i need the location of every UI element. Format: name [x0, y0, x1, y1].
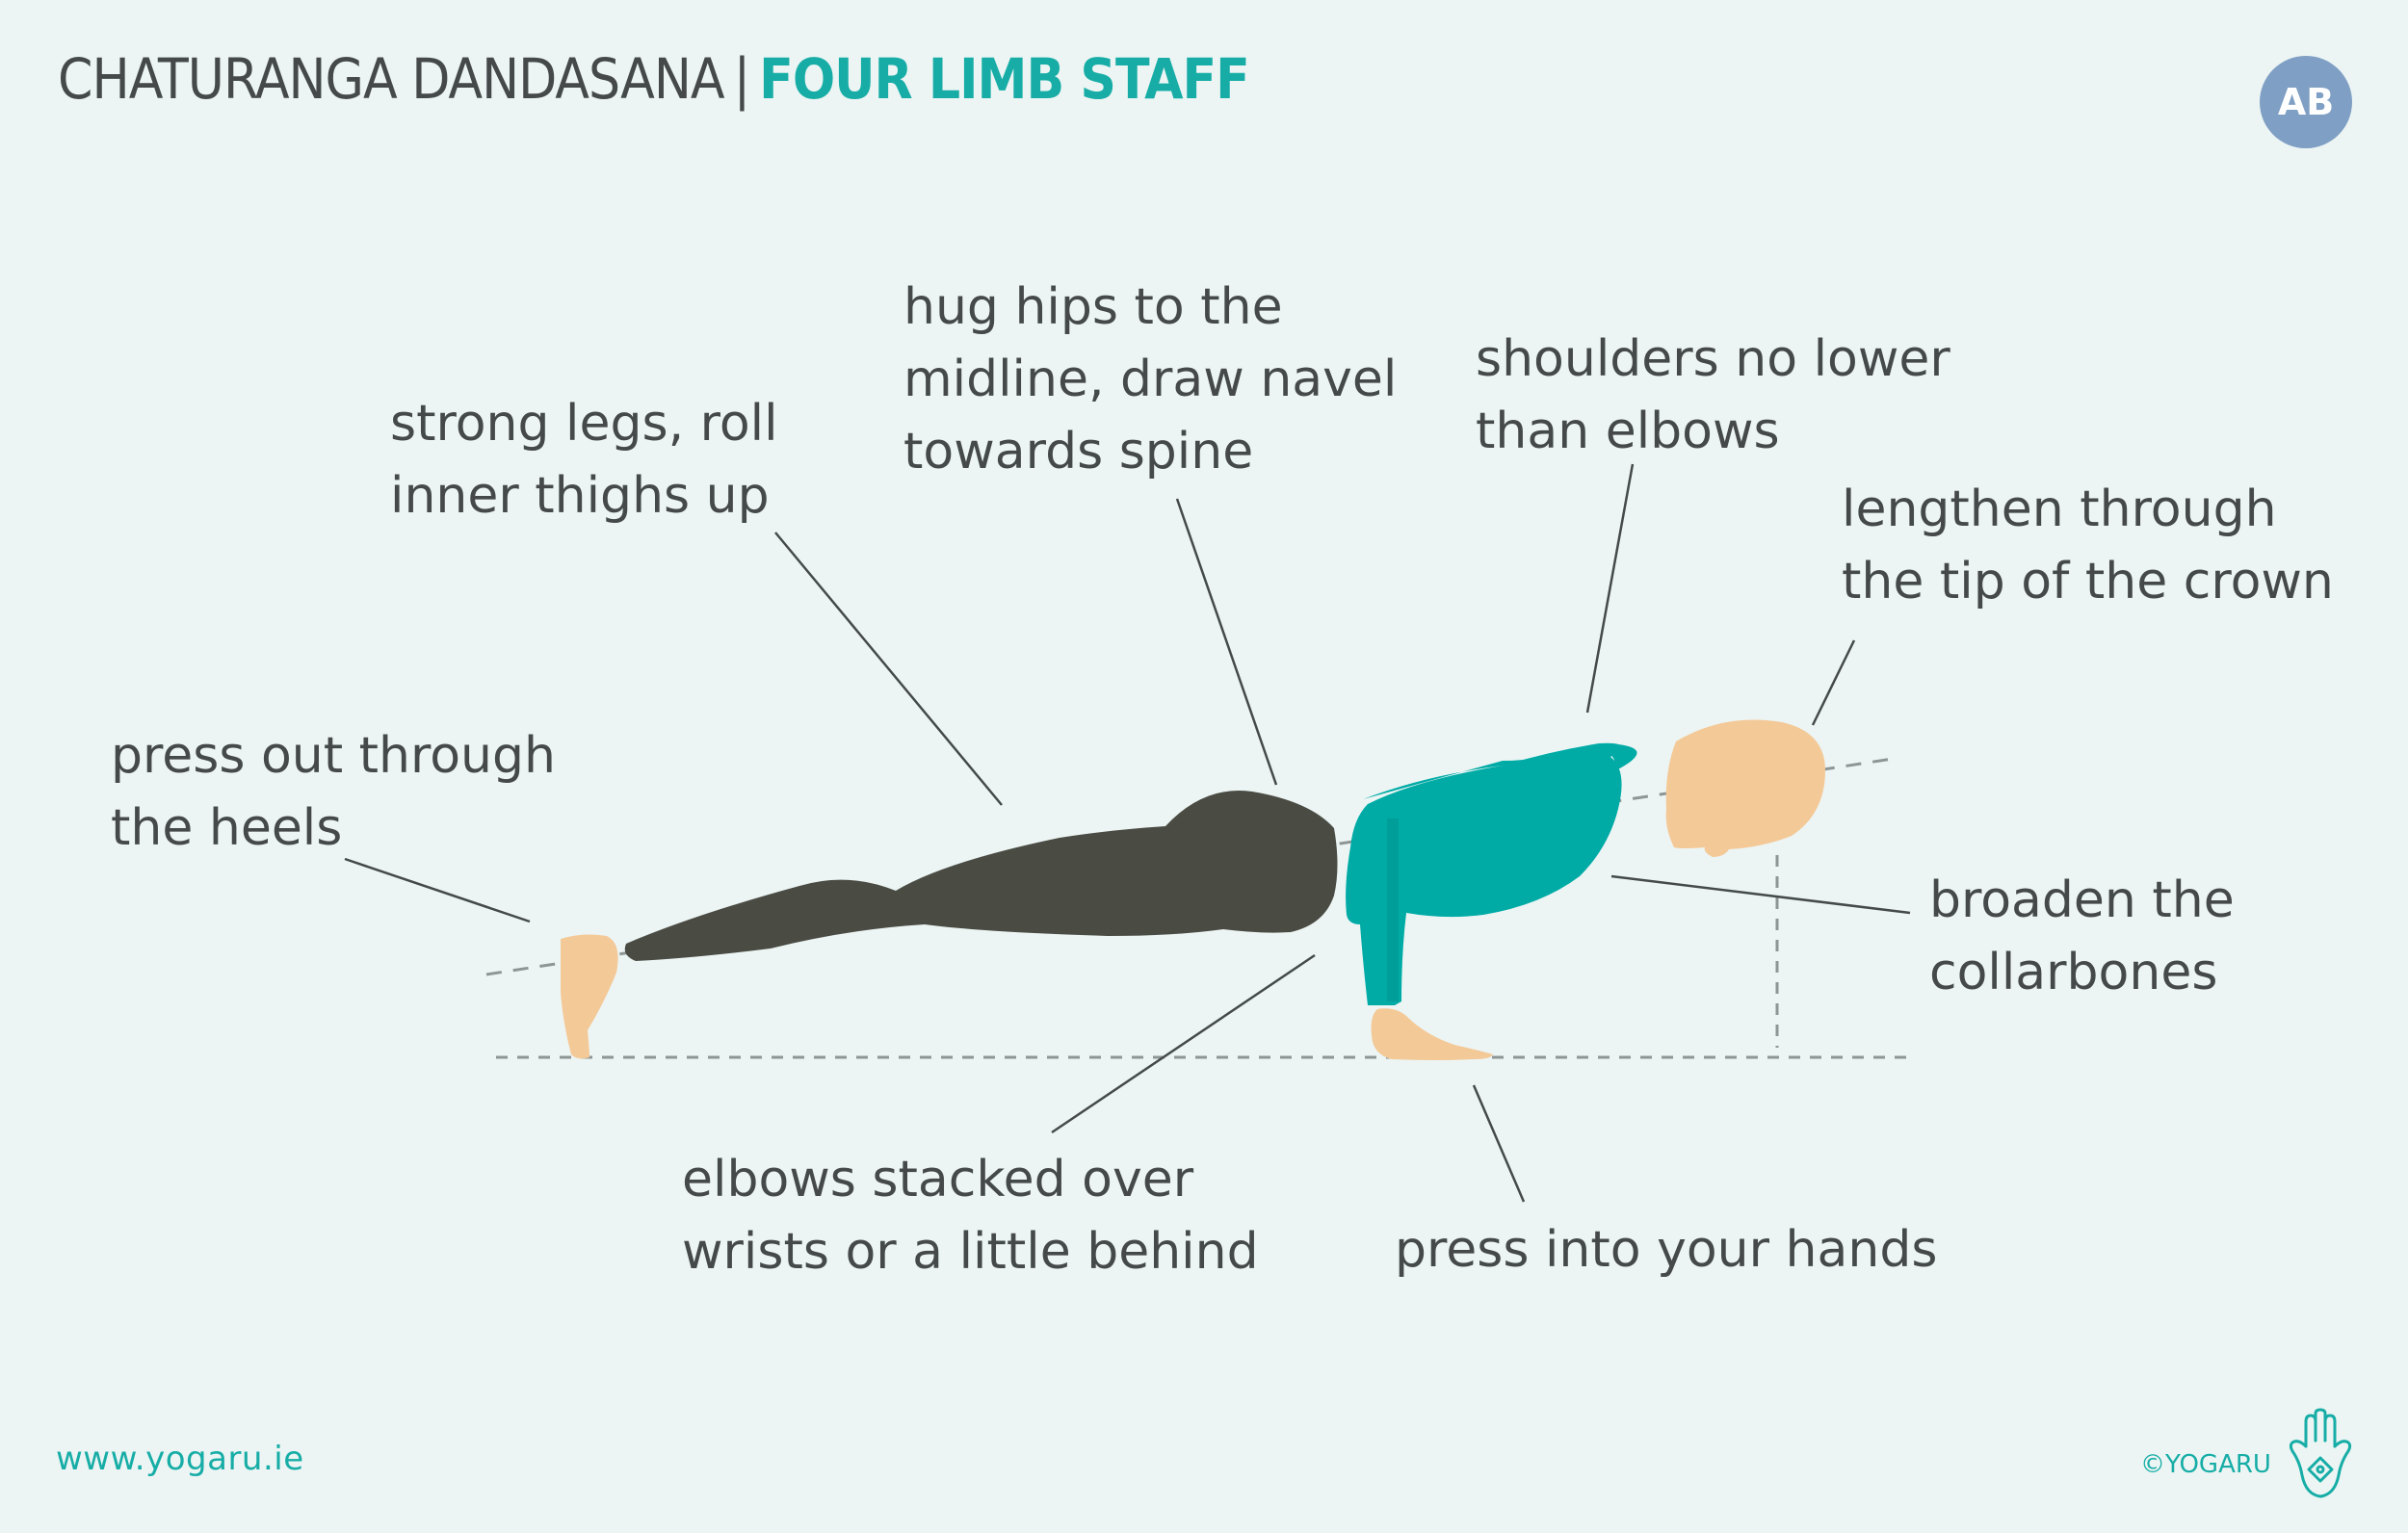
cue-hips-line-1: hug hips to the — [903, 278, 1283, 336]
level-badge: AB — [2260, 56, 2352, 148]
cue-crown-line-2: the tip of the crown — [1842, 553, 2334, 611]
website-link[interactable]: www.yogaru.ie — [56, 1440, 304, 1478]
hand-shape — [1371, 1008, 1493, 1060]
torso-main — [1346, 742, 1622, 1005]
cue-collarbones-line-2: collarbones — [1929, 944, 2218, 1001]
callout-legs — [774, 532, 1003, 806]
cue-hands: press into your hands — [1395, 1214, 1937, 1286]
cue-collarbones-line-1: broaden the — [1929, 871, 2235, 929]
cue-legs-line-1: strong legs, roll — [390, 395, 778, 453]
callout-hips — [1175, 498, 1278, 786]
cue-shoulders: shoulders no lower than elbows — [1476, 324, 1950, 468]
cue-legs: strong legs, roll inner thighs up — [390, 388, 778, 533]
callout-shoulders — [1585, 463, 1635, 714]
cue-hands-line-1: press into your hands — [1395, 1221, 1938, 1279]
cue-heels: press out through the heels — [111, 720, 556, 865]
head-shape — [1665, 719, 1825, 857]
cue-shoulders-line-1: shoulders no lower — [1476, 330, 1950, 388]
cue-collarbones: broaden the collarbones — [1929, 865, 2235, 1009]
cue-hips-line-3: towards spine — [903, 423, 1254, 481]
title-separator: | — [733, 46, 751, 112]
arm-shadow — [1387, 818, 1399, 1001]
callout-collarbones — [1610, 874, 1911, 915]
callout-hands — [1472, 1084, 1526, 1203]
cue-heels-line-1: press out through — [111, 727, 556, 785]
cue-shoulders-line-2: than elbows — [1476, 403, 1780, 460]
title-sanskrit: CHATURANGA DANDASANA — [58, 46, 725, 112]
cue-crown: lengthen through the tip of the crown — [1842, 474, 2334, 618]
cue-crown-line-1: lengthen through — [1842, 481, 2277, 538]
title-english: FOUR LIMB STAFF — [759, 46, 1250, 112]
cue-elbows-line-1: elbows stacked over — [682, 1151, 1194, 1208]
foot-shape — [561, 934, 618, 1059]
legs-shape — [624, 791, 1338, 961]
callout-elbows — [1051, 953, 1316, 1134]
hamsa-hand-icon — [2289, 1408, 2352, 1498]
cue-legs-line-2: inner thighs up — [390, 467, 770, 525]
copyright-text: ©YOGARU — [2140, 1450, 2271, 1479]
cue-hips: hug hips to the midline, draw navel towa… — [903, 272, 1397, 488]
cue-elbows: elbows stacked over wrists or a little b… — [682, 1144, 1259, 1288]
page-title: CHATURANGA DANDASANA|FOUR LIMB STAFF — [58, 40, 1250, 117]
callout-heels — [344, 857, 531, 923]
cue-hips-line-2: midline, draw navel — [903, 351, 1398, 408]
callout-crown — [1811, 639, 1856, 726]
cue-elbows-line-2: wrists or a little behind — [682, 1223, 1259, 1281]
cue-heels-line-2: the heels — [111, 799, 343, 857]
